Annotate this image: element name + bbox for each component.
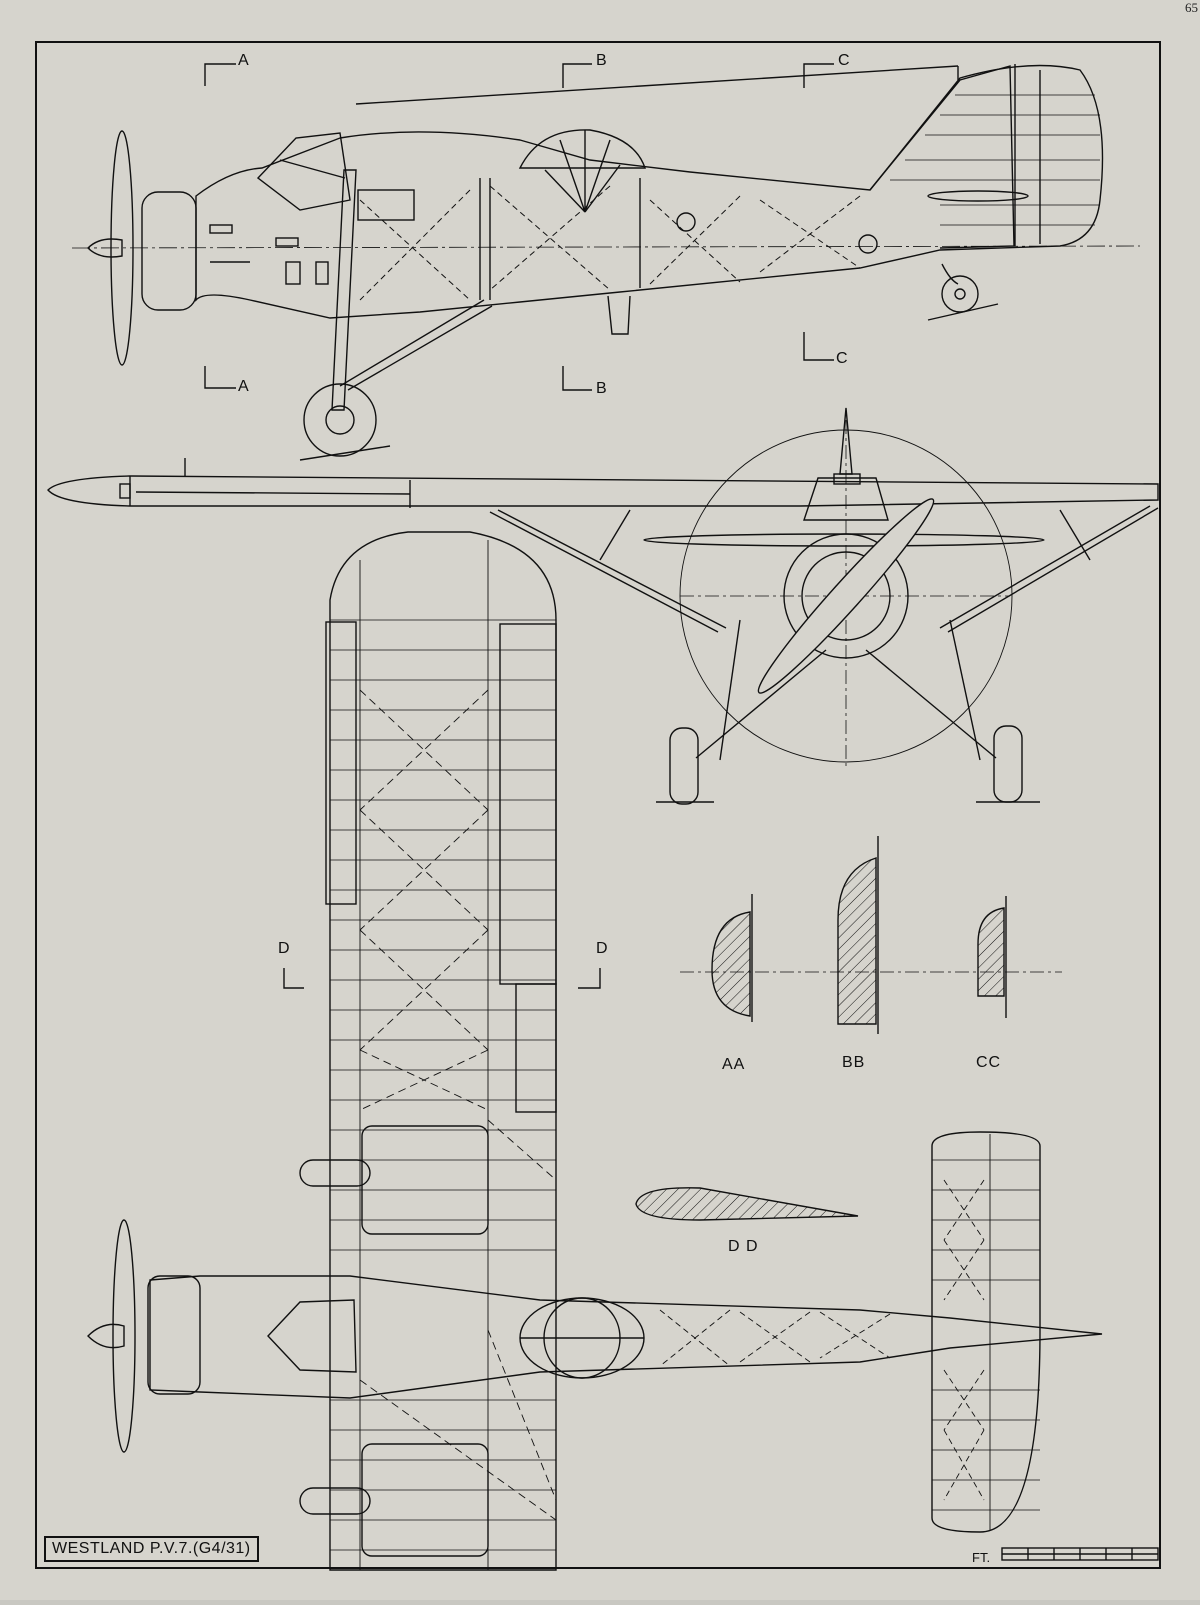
- plan-view: [87, 531, 1159, 1571]
- plan-fuselage: [149, 1275, 1103, 1399]
- drawing-border: [35, 41, 1161, 1569]
- sections: [635, 836, 1062, 1221]
- section-marker-lines: [204, 63, 834, 989]
- front-left-wheel: [669, 727, 699, 805]
- section-dd-label: D D: [728, 1238, 759, 1255]
- side-view: [71, 64, 1141, 461]
- plan-tailplane: [931, 1131, 1041, 1533]
- front-propeller: [757, 498, 935, 694]
- section-b-top: B: [596, 52, 608, 69]
- drawing-title: WESTLAND P.V.7.(G4/31): [44, 1536, 259, 1562]
- section-c-bottom: C: [836, 350, 849, 367]
- side-propeller: [110, 130, 134, 366]
- section-cc-label: CC: [976, 1054, 1002, 1071]
- plan-aileron: [325, 621, 357, 905]
- section-b-bottom: B: [596, 380, 608, 397]
- section-a-bottom: A: [238, 378, 250, 395]
- section-d-right: D: [596, 940, 609, 957]
- front-view: [47, 407, 1159, 805]
- scale-bar: [1001, 1547, 1159, 1561]
- section-bb-label: BB: [842, 1054, 866, 1071]
- plan-propeller: [112, 1219, 136, 1453]
- page-number: 65: [1185, 0, 1198, 15]
- section-aa-label: AA: [722, 1056, 746, 1073]
- section-a-top: A: [238, 52, 250, 69]
- wing-ribs: [330, 619, 556, 1551]
- scale-label: FT.: [972, 1550, 991, 1565]
- section-c-top: C: [838, 52, 851, 69]
- radial-engine: [783, 533, 909, 659]
- plan-wing: [329, 531, 557, 1571]
- side-main-wheel: [303, 383, 377, 457]
- section-d-left: D: [278, 940, 291, 957]
